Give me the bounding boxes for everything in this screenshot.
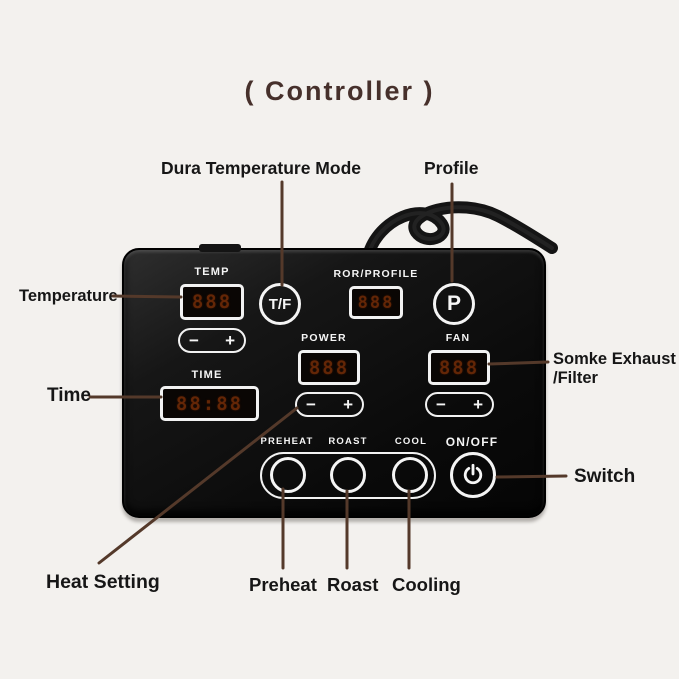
roast-button[interactable] [330,457,366,493]
callout-dura-temperature-mode: Dura Temperature Mode [161,158,361,178]
ror-profile-display-digits: 888 [357,292,395,313]
controller-panel: TEMP 888 − + T/F ROR/PROFILE 888 P POWER… [122,244,546,518]
callout-switch: Switch [574,466,636,487]
power-minus-button[interactable]: − [306,395,316,414]
ror-profile-label: ROR/PROFILE [333,268,419,280]
power-adjust: − + [295,392,364,417]
power-icon [463,463,483,485]
fan-display-digits: 888 [438,356,480,379]
page-title: ( Controller ) [244,76,435,106]
ror-profile-display: 888 [349,286,403,319]
power-cable [362,201,558,260]
time-display-digits: 88:88 [175,392,244,415]
power-display-digits: 888 [308,356,350,379]
temp-display-digits: 888 [191,291,233,313]
panel-top-tab [199,244,241,252]
temp-display: 888 [180,284,244,320]
temp-minus-button[interactable]: − [189,331,199,350]
temp-label: TEMP [194,266,230,278]
time-label: TIME [191,369,223,381]
preheat-stage-label: PREHEAT [260,436,314,447]
callout-time: Time [47,385,92,406]
callout-smoke-exhaust-line2: /Filter [553,369,598,387]
time-display: 88:88 [160,386,259,421]
callout-temperature: Temperature [19,287,118,305]
power-plus-button[interactable]: + [343,395,353,414]
profile-button[interactable]: P [433,283,475,325]
temp-adjust: − + [178,328,246,353]
callout-preheat: Preheat [249,574,317,595]
callout-heat-setting: Heat Setting [46,571,160,593]
tf-mode-button[interactable]: T/F [259,283,301,325]
callout-roast: Roast [327,574,379,595]
fan-minus-button[interactable]: − [436,395,446,414]
callout-cooling: Cooling [392,574,461,595]
fan-label: FAN [445,332,471,344]
onoff-power-button[interactable] [450,452,496,498]
roast-stage-label: ROAST [328,436,368,447]
power-label: POWER [301,332,347,344]
cool-stage-label: COOL [394,436,428,447]
temp-plus-button[interactable]: + [225,331,235,350]
onoff-label: ON/OFF [445,435,499,449]
fan-plus-button[interactable]: + [473,395,483,414]
fan-adjust: − + [425,392,494,417]
callout-smoke-exhaust-line1: Somke Exhaust [553,350,676,368]
power-display: 888 [298,350,360,385]
cool-button[interactable] [392,457,428,493]
preheat-button[interactable] [270,457,306,493]
fan-display: 888 [428,350,490,385]
callout-profile: Profile [424,158,479,178]
